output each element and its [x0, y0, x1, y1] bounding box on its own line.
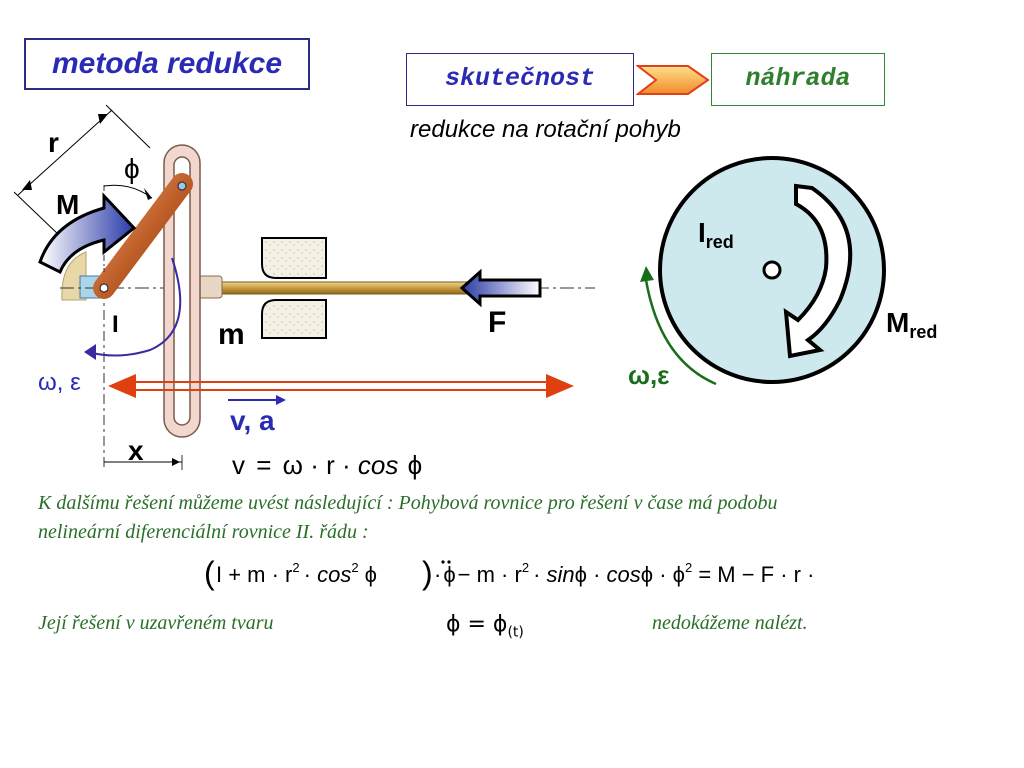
- svg-text:(: (: [204, 555, 215, 591]
- reduced-inertia-label: Ired: [698, 217, 734, 252]
- crank-pin: [177, 181, 187, 191]
- inertia-label: I: [112, 311, 119, 338]
- description-paragraph: K dalšímu řešení můžeme uvést následujíc…: [38, 489, 998, 547]
- omega-curve: [87, 257, 182, 357]
- svg-text:I + m · r2· cos2 ϕ: I + m · r2· cos2 ϕ: [216, 560, 377, 587]
- chevron-arrow-icon: [636, 65, 710, 95]
- force-arrow-icon: [459, 268, 542, 308]
- solution-formula: ϕ = ϕ(t): [446, 612, 524, 641]
- force-label: F: [488, 306, 506, 339]
- guide-block-top: [261, 237, 327, 279]
- reduced-moment-label: Mred: [886, 307, 937, 342]
- guide-block-bottom: [261, 299, 327, 339]
- mechanism-diagram: r ϕ M I m F ω, ε v, a x v = ω · r · cos …: [13, 104, 937, 480]
- omega-eps-label: ω, ε: [38, 369, 81, 396]
- r-label: r: [48, 127, 59, 158]
- crosshead-slot: [173, 156, 191, 426]
- solution-left: Její řešení v uzavřeném tvaru: [38, 612, 274, 634]
- phi-label: ϕ: [124, 153, 140, 184]
- paragraph-line-1: K dalšímu řešení můžeme uvést následujíc…: [38, 492, 778, 514]
- reduced-omega-eps-label: ω,ε: [628, 360, 670, 390]
- equation-of-motion: ( I + m · r2· cos2 ϕ ) ·ϕ− m · r2· sinϕ …: [204, 555, 820, 591]
- moment-label: M: [56, 189, 79, 220]
- disk-center: [762, 260, 782, 280]
- svg-text:·ϕ− m · r2· sinϕ · cosϕ · ϕ2 =: ·ϕ− m · r2· sinϕ · cosϕ · ϕ2 = M − F · r…: [434, 560, 820, 587]
- paragraph-line-2: nelineární diferenciální rovnice II. řád…: [38, 521, 369, 543]
- reduced-omega-curve: [644, 279, 717, 386]
- crank: [93, 173, 193, 299]
- replacement-box: náhrada: [711, 53, 885, 106]
- method-title: metoda redukce: [24, 38, 310, 90]
- crank-pivot: [99, 283, 109, 293]
- mass-label: m: [218, 318, 245, 351]
- velocity-label: v, a: [230, 405, 275, 436]
- subtitle: redukce na rotační pohyb: [410, 116, 681, 143]
- reality-box: skutečnost: [406, 53, 634, 106]
- moment-arrow-icon: [38, 192, 137, 275]
- x-label: x: [128, 435, 144, 466]
- solution-right: nedokážeme nalézt.: [652, 612, 808, 634]
- velocity-formula: v = ω · r · cos ϕ: [232, 450, 422, 480]
- reduced-moment-arrow-icon: [783, 183, 853, 359]
- svg-text:): ): [422, 555, 433, 591]
